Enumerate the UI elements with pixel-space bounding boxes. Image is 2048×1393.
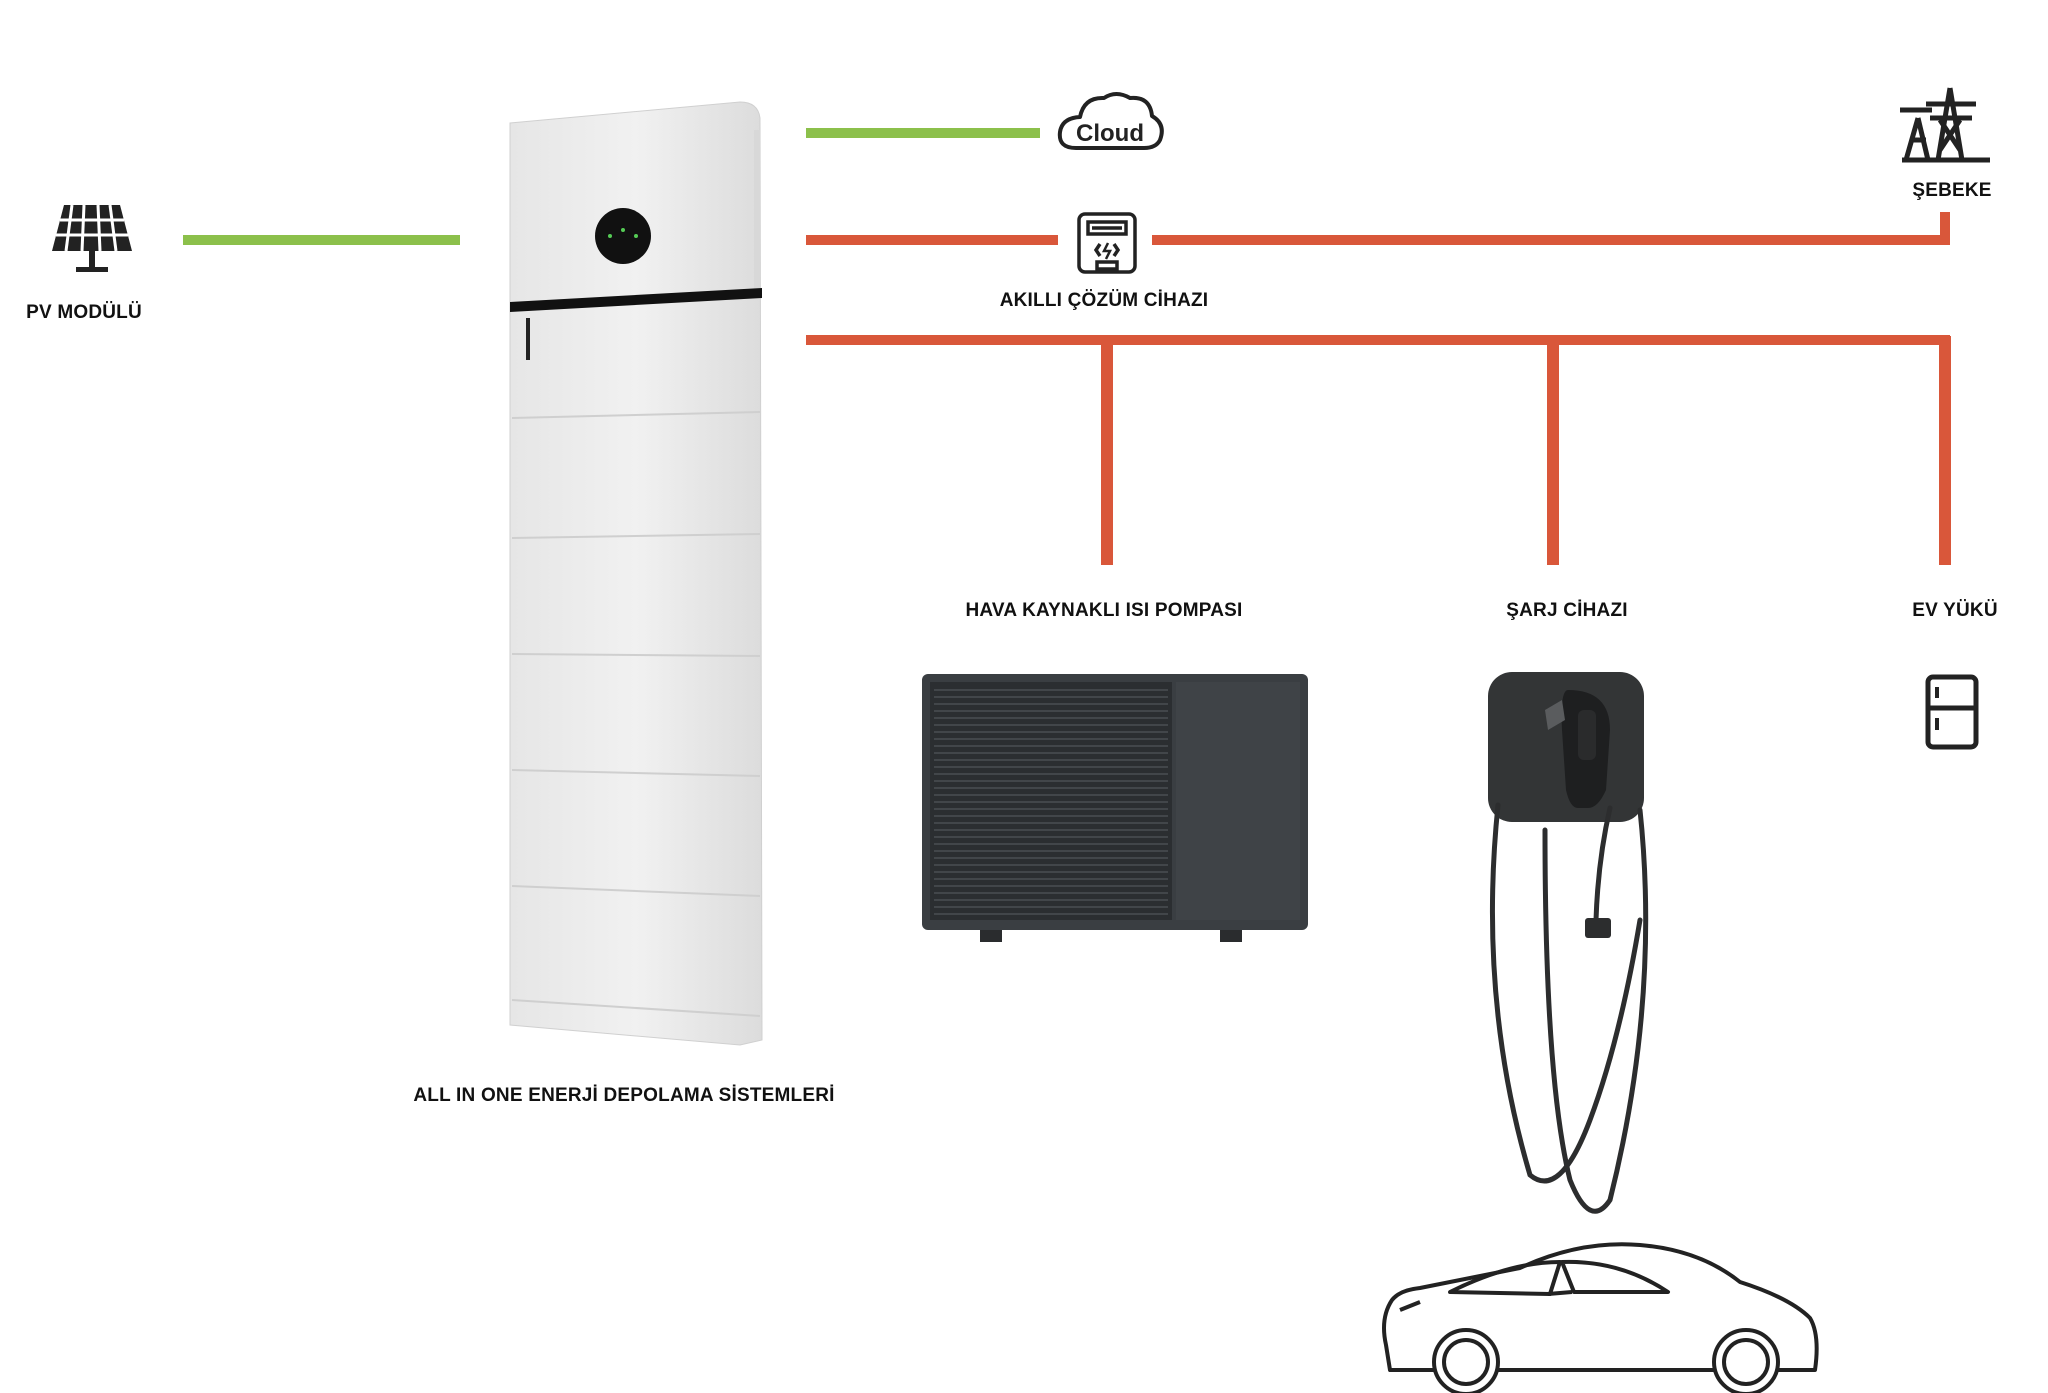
grid-label: ŞEBEKE <box>1912 180 1992 201</box>
storage-cabinet <box>509 101 763 1046</box>
display-screen <box>595 208 651 264</box>
cabinet-divider-band <box>510 288 762 312</box>
car-icon <box>1382 1242 1819 1393</box>
cabinet-handle <box>526 318 530 360</box>
solar-panel-icon <box>52 204 132 272</box>
heat-pump-label: HAVA KAYNAKLI ISI POMPASI <box>965 600 1243 621</box>
pv-module-label: PV MODÜLÜ <box>26 302 142 323</box>
refrigerator-icon <box>1925 674 1979 750</box>
cloud-label: Cloud <box>1076 120 1144 147</box>
transmission-tower-icon <box>1900 87 1990 163</box>
charger-label: ŞARJ CİHAZI <box>1506 600 1628 621</box>
smart-meter-icon <box>1077 212 1137 274</box>
cloud-icon <box>1057 92 1164 150</box>
connection-lines <box>183 128 1951 565</box>
smart-device-label: AKILLI ÇÖZÜM CİHAZI <box>999 290 1209 311</box>
storage-system-label: ALL IN ONE ENERJİ DEPOLAMA SİSTEMLERİ <box>413 1085 835 1106</box>
heat-pump-unit <box>922 674 1308 942</box>
home-load-label: EV YÜKÜ <box>1912 600 1998 621</box>
ev-charger <box>1488 672 1649 1214</box>
